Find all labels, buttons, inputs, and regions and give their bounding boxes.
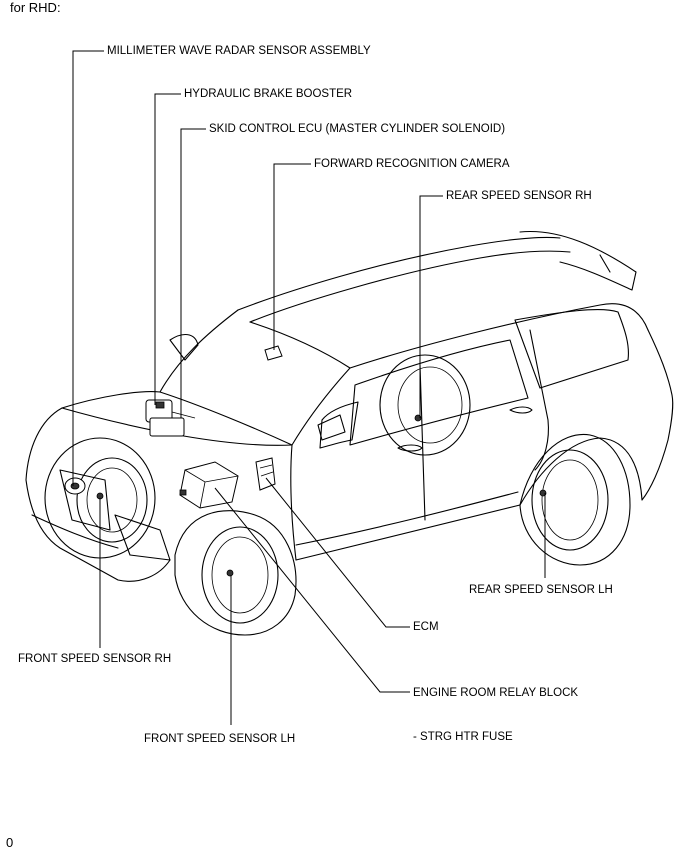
rear-left-wheel <box>519 433 631 566</box>
label-mmw-radar-sensor: MILLIMETER WAVE RADAR SENSOR ASSEMBLY <box>107 45 371 57</box>
label-skid-control-ecu: SKID CONTROL ECU (MASTER CYLINDER SOLENO… <box>209 123 506 135</box>
radar-sensor-part <box>64 477 86 495</box>
label-strg-htr-fuse: - STRG HTR FUSE <box>413 731 513 743</box>
label-front-speed-sensor-rh: FRONT SPEED SENSOR RH <box>18 653 172 665</box>
diagram-header: for RHD: <box>10 0 61 15</box>
label-rear-speed-sensor-lh: REAR SPEED SENSOR LH <box>469 584 613 596</box>
label-forward-recognition-camera: FORWARD RECOGNITION CAMERA <box>314 158 510 170</box>
leader-lines <box>72 50 546 725</box>
ecm-part <box>255 457 276 491</box>
relay-block-part <box>179 461 239 509</box>
rear-right-wheel <box>379 354 471 456</box>
car-body-outline <box>25 230 674 582</box>
front-left-wheel <box>174 510 297 636</box>
brake-booster-part <box>145 399 196 437</box>
label-engine-room-relay-block: ENGINE ROOM RELAY BLOCK <box>413 687 579 699</box>
diagram-footer: 0 <box>6 835 14 850</box>
label-ecm: ECM <box>413 621 439 633</box>
label-hydraulic-brake-booster: HYDRAULIC BRAKE BOOSTER <box>184 88 353 100</box>
label-rear-speed-sensor-rh: REAR SPEED SENSOR RH <box>446 190 592 202</box>
label-front-speed-sensor-lh: FRONT SPEED SENSOR LH <box>144 733 296 745</box>
